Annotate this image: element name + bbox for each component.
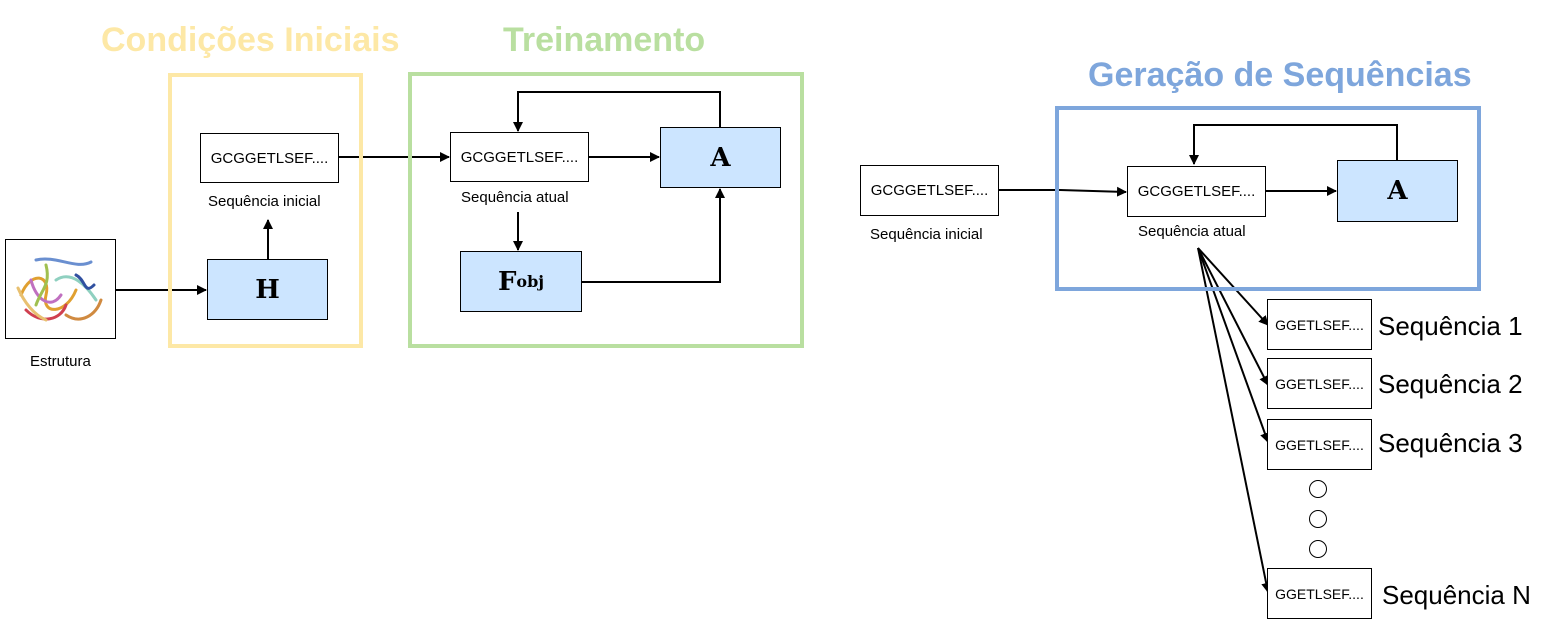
- gen-current-sequence-label: Sequência atual: [1138, 223, 1246, 240]
- protein-structure-icon: [16, 257, 103, 322]
- ellipsis-dot: [1309, 540, 1327, 558]
- block-a-generation: A: [1337, 160, 1458, 222]
- title-initial-conditions: Condições Iniciais: [101, 21, 400, 59]
- arrow-gen-initial-to-current: [998, 186, 1127, 197]
- output-sequence-label: Sequência 3: [1378, 428, 1523, 458]
- arrow-feedback-generation: [1189, 124, 1398, 165]
- arrow-fan-n: [1197, 247, 1272, 593]
- initial-sequence-box: GCGGETLSEF....: [200, 133, 339, 183]
- arrow-fan-2: [1197, 247, 1269, 386]
- output-sequence-label: Sequência 1: [1378, 311, 1523, 341]
- gen-initial-sequence-label: Sequência inicial: [870, 226, 983, 243]
- frame-initial-conditions: [168, 73, 363, 348]
- frame-generation: [1055, 106, 1481, 291]
- initial-sequence-label: Sequência inicial: [208, 193, 321, 210]
- output-sequence-box: GGETLSEF....: [1267, 358, 1372, 409]
- arrow-feedback-training: [513, 91, 721, 132]
- fobj-main: F: [497, 266, 517, 297]
- gen-initial-sequence-box: GCGGETLSEF....: [860, 165, 999, 216]
- structure-label: Estrutura: [30, 353, 91, 370]
- ellipsis-dot: [1309, 480, 1327, 498]
- arrow-fan-3: [1197, 247, 1270, 443]
- title-generation: Geração de Sequências: [1088, 56, 1472, 94]
- title-training: Treinamento: [503, 21, 706, 59]
- output-sequence-box: GGETLSEF....: [1267, 419, 1372, 470]
- output-sequence-box: GGETLSEF....: [1267, 299, 1372, 350]
- frame-training: [408, 72, 804, 348]
- ellipsis-dot: [1309, 510, 1327, 528]
- current-sequence-label: Sequência atual: [461, 189, 569, 206]
- gen-current-sequence-box: GCGGETLSEF....: [1127, 166, 1266, 217]
- output-sequence-label: Sequência N: [1382, 580, 1531, 610]
- output-sequence-label: Sequência 2: [1378, 369, 1523, 399]
- block-a-training: A: [660, 127, 781, 188]
- arrow-fobj-to-a: [581, 188, 725, 283]
- arrow-fan-1: [1197, 247, 1269, 326]
- output-sequence-box: GGETLSEF....: [1267, 568, 1372, 619]
- protein-structure-image: [5, 239, 116, 339]
- block-h: H: [207, 259, 328, 320]
- current-sequence-box: GCGGETLSEF....: [450, 132, 589, 182]
- fobj-subscript: obj: [516, 272, 545, 291]
